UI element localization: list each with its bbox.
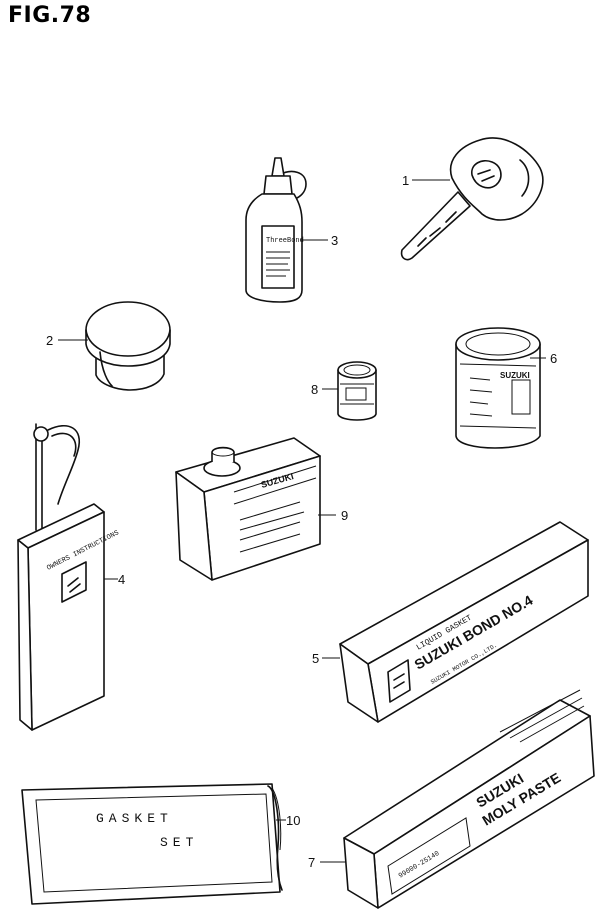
large-can-part: SUZUKI — [455, 327, 541, 449]
bottle-label: ThreeBond — [266, 237, 304, 245]
moly-paste-box-part: SUZUKI MOLY PASTE 99000-25140 — [343, 689, 595, 909]
callout-1: 1 — [402, 173, 450, 188]
figure-title: FIG.78 — [8, 3, 92, 28]
manual-case-part: OWNERS INSTRUCTIONS — [17, 423, 120, 731]
callout-number-6: 6 — [550, 351, 557, 366]
callout-number-5: 5 — [312, 651, 319, 666]
callout-8: 8 — [311, 382, 338, 397]
gasket-set-label-line2: SET — [160, 835, 198, 850]
callout-4: 4 — [104, 572, 125, 587]
callout-9: 9 — [318, 508, 348, 523]
gasket-set-part: GASKET SET — [21, 783, 283, 905]
callout-number-7: 7 — [308, 855, 315, 870]
callout-number-2: 2 — [46, 333, 53, 348]
key-part — [400, 137, 544, 261]
large-can-label: SUZUKI — [500, 371, 530, 380]
callout-10: 10 — [276, 813, 300, 828]
callout-2: 2 — [46, 333, 88, 348]
callout-3: 3 — [300, 233, 338, 248]
small-can-part — [337, 361, 377, 421]
callout-number-10: 10 — [286, 813, 300, 828]
callout-6: 6 — [530, 351, 557, 366]
bond-box-part: LIQUID GASKET SUZUKI BOND NO.4 SUZUKI MO… — [339, 521, 589, 723]
callout-number-9: 9 — [341, 508, 348, 523]
grease-jar-part — [85, 301, 171, 391]
callout-number-1: 1 — [402, 173, 409, 188]
callout-number-4: 4 — [118, 572, 125, 587]
thread-lock-bottle-part: ThreeBond — [245, 157, 307, 303]
callout-5: 5 — [312, 651, 340, 666]
oil-can-part: SUZUKI — [175, 437, 321, 581]
callout-number-8: 8 — [311, 382, 318, 397]
callout-7: 7 — [308, 855, 346, 870]
callout-number-3: 3 — [331, 233, 338, 248]
gasket-set-label-line1: GASKET — [96, 811, 173, 826]
